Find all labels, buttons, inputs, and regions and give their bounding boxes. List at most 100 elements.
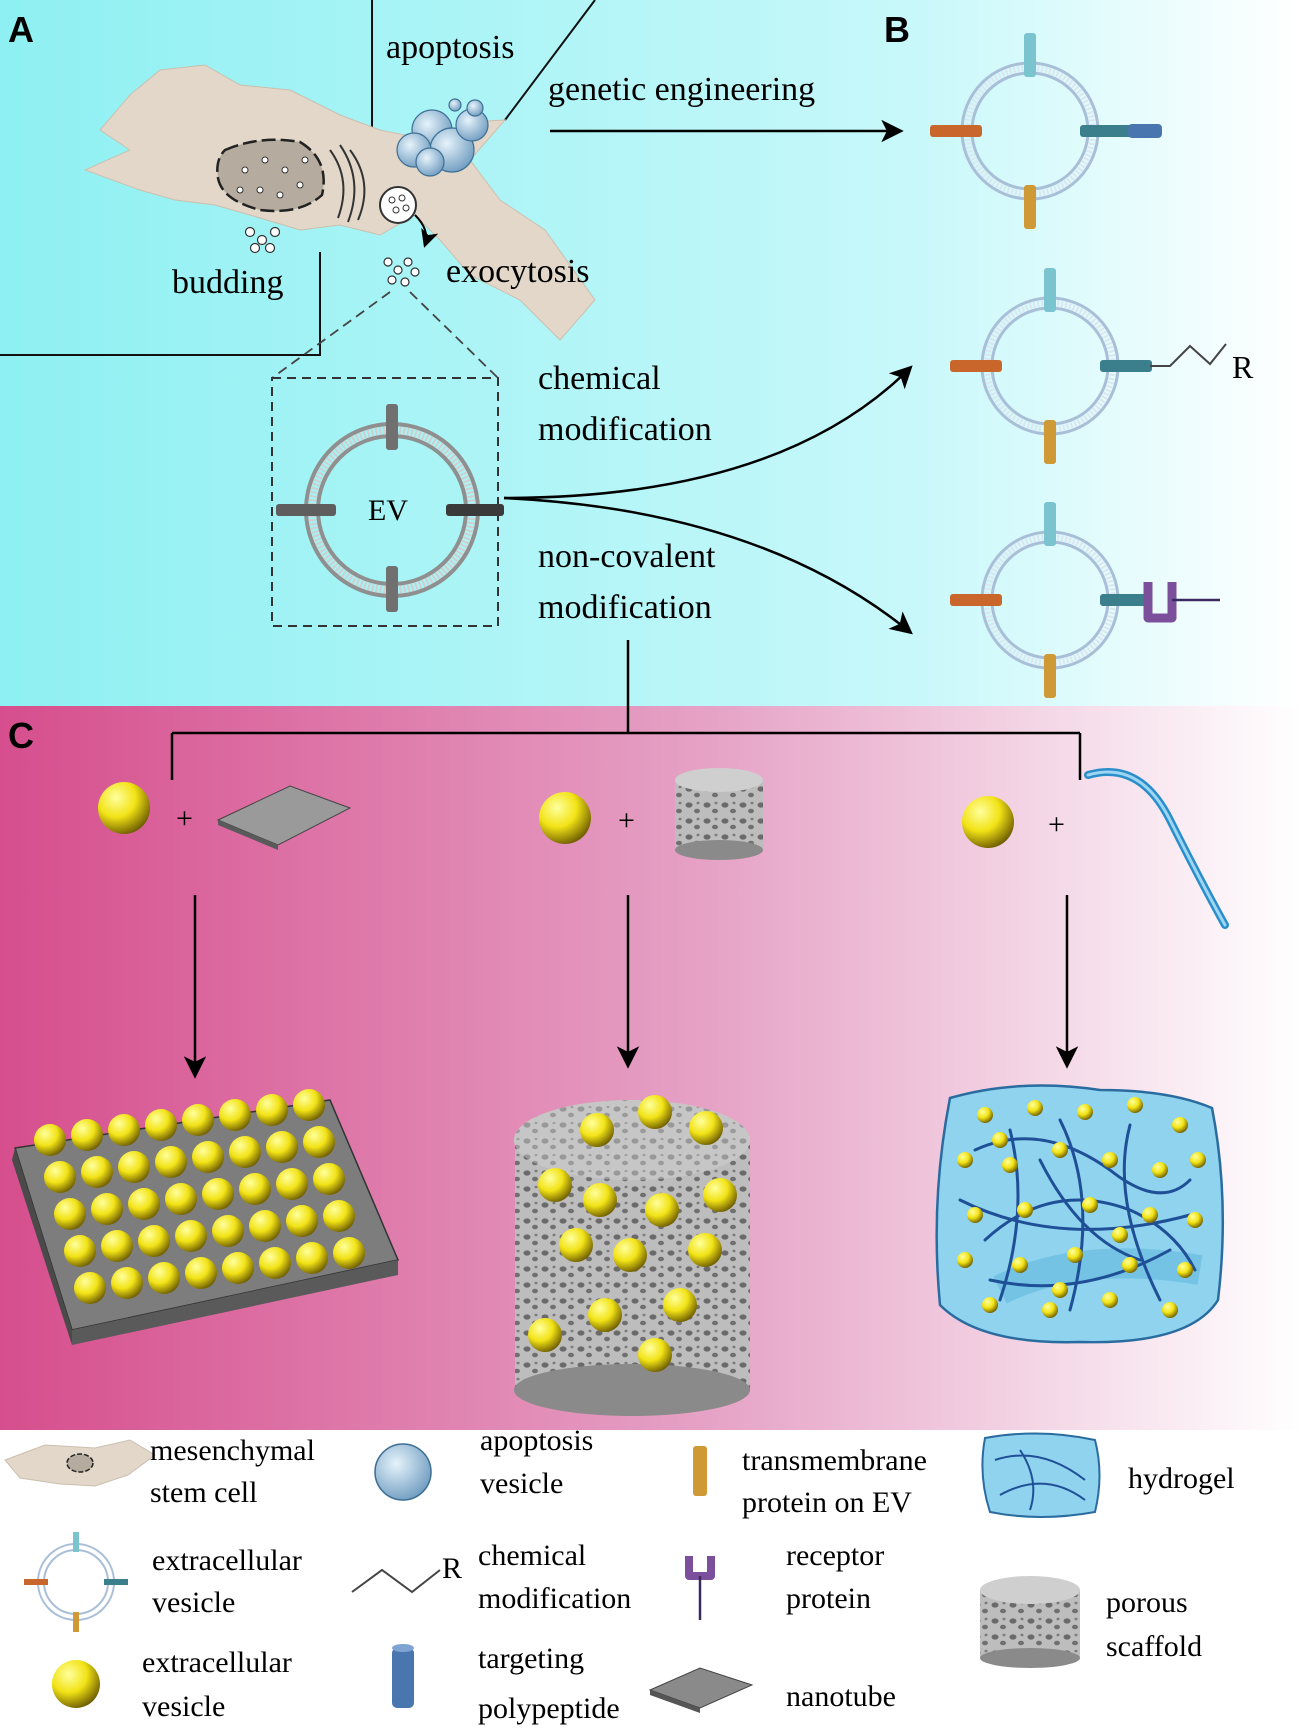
ev-genetic-engineering: [930, 33, 1162, 229]
ev-sphere: [71, 1119, 103, 1151]
ev-sphere: [992, 1132, 1008, 1148]
ev-sphere: [1082, 1197, 1098, 1213]
label-genetic-engineering: genetic engineering: [548, 71, 815, 108]
ev-sphere: [1177, 1262, 1193, 1278]
ev-sphere: [982, 1297, 998, 1313]
arrow-chemical-modification: [503, 365, 913, 500]
ev-sphere: [229, 1136, 261, 1168]
ev-sphere: [638, 1095, 672, 1129]
ev-sphere: [1042, 1302, 1058, 1318]
ev-sphere: [145, 1109, 177, 1141]
legend-receptor-icon: [685, 1556, 715, 1620]
label-noncovalent-line1: non-covalent: [538, 538, 716, 575]
label-exocytosis: exocytosis: [446, 253, 590, 290]
ev-sphere: [175, 1220, 207, 1252]
ev-sphere: [977, 1107, 993, 1123]
legend: mesenchymal stem cell apoptosis vesicle …: [4, 1424, 1235, 1725]
legend-ev-diagram-icon: [24, 1532, 128, 1632]
legend-targeting-line1: targeting: [478, 1642, 584, 1675]
ev-sphere: [645, 1193, 679, 1227]
ev-sphere: [1102, 1152, 1118, 1168]
ev-sphere: [1190, 1152, 1206, 1168]
ev-sphere: [276, 1168, 308, 1200]
ev-sphere: [1112, 1227, 1128, 1243]
legend-msc-line1: mesenchymal: [150, 1434, 315, 1467]
legend-msc-line2: stem cell: [150, 1476, 257, 1509]
ev-sphere: [212, 1215, 244, 1247]
ev-sphere: [101, 1230, 133, 1262]
legend-apoptosis-line2: vesicle: [480, 1467, 563, 1500]
ev-sphere: [111, 1267, 143, 1299]
legend-nanotube-icon: [648, 1667, 754, 1713]
label-b-r-group: R: [1232, 349, 1254, 385]
ev-sphere: [138, 1225, 170, 1257]
ev-sphere: [81, 1156, 113, 1188]
ev-cluster-c2: [528, 1095, 737, 1372]
ev-sphere: [249, 1210, 281, 1242]
nanotube-array-with-evs: [12, 1089, 400, 1345]
legend-porous-line2: scaffold: [1106, 1630, 1202, 1663]
ev-sphere: [538, 1168, 572, 1202]
ev-noncovalent-modification: [950, 502, 1220, 698]
legend-ev-sphere-line2: vesicle: [142, 1690, 225, 1723]
ev-sphere: [1067, 1247, 1083, 1263]
ev-sphere: [957, 1252, 973, 1268]
ev-sphere: [266, 1131, 298, 1163]
ev-sphere: [239, 1173, 271, 1205]
panel-letter-c: C: [8, 715, 34, 756]
zoom-guide: [271, 291, 499, 379]
ev-sphere: [34, 1124, 66, 1156]
ev-sphere: [313, 1163, 345, 1195]
ev-sphere: [128, 1188, 160, 1220]
hydrogel-with-evs: [935, 1084, 1225, 1344]
ev-sphere: [1127, 1097, 1143, 1113]
ev-sphere: [580, 1113, 614, 1147]
ev-sphere: [688, 1233, 722, 1267]
ev-sphere: [1122, 1257, 1138, 1273]
legend-receptor-line1: receptor: [786, 1539, 884, 1572]
ev-sphere: [638, 1338, 672, 1372]
legend-apoptosis-icon: [374, 1443, 432, 1501]
ev-chemical-modification: [950, 268, 1227, 464]
ev-sphere-c1: [98, 782, 150, 834]
label-apoptosis: apoptosis: [386, 29, 514, 66]
ev-sphere: [222, 1252, 254, 1284]
label-budding: budding: [172, 264, 283, 301]
legend-porous-scaffold-icon: [980, 1576, 1080, 1668]
ev-sphere: [165, 1183, 197, 1215]
legend-targeting-line2: polypeptide: [478, 1692, 620, 1725]
ev-grid-c1: [34, 1089, 365, 1304]
ev-sphere: [1142, 1207, 1158, 1223]
legend-chemical-line2: modification: [478, 1582, 631, 1615]
ev-sphere: [192, 1141, 224, 1173]
ev-sphere: [967, 1207, 983, 1223]
ev-sphere: [689, 1111, 723, 1145]
legend-chemical-icon: [351, 1568, 441, 1594]
legend-porous-line1: porous: [1106, 1586, 1188, 1619]
ev-sphere: [91, 1193, 123, 1225]
ev-sphere: [1172, 1117, 1188, 1133]
label-chemical-line1: chemical: [538, 360, 661, 397]
legend-ev-sphere-icon: [52, 1660, 100, 1708]
panel-letter-b: B: [884, 9, 910, 50]
ev-sphere: [613, 1238, 647, 1272]
porous-scaffold-with-evs: [514, 1095, 750, 1416]
polymer-chain-highlight: [1086, 770, 1227, 927]
label-chemical-line2: modification: [538, 411, 712, 448]
ev-sphere: [1002, 1157, 1018, 1173]
ev-sphere: [155, 1146, 187, 1178]
ev-sphere: [583, 1183, 617, 1217]
ev-sphere: [957, 1152, 973, 1168]
legend-ev-diagram-line2: vesicle: [152, 1586, 235, 1619]
ev-sphere: [202, 1178, 234, 1210]
ev-sphere: [148, 1262, 180, 1294]
ev-sphere: [182, 1104, 214, 1136]
legend-receptor-line2: protein: [786, 1582, 871, 1615]
ev-sphere-c3: [962, 796, 1014, 848]
legend-chemical-line1: chemical: [478, 1539, 586, 1572]
plus-c2: +: [618, 804, 635, 837]
legend-targeting-icon: [392, 1644, 414, 1708]
ev-sphere: [259, 1247, 291, 1279]
